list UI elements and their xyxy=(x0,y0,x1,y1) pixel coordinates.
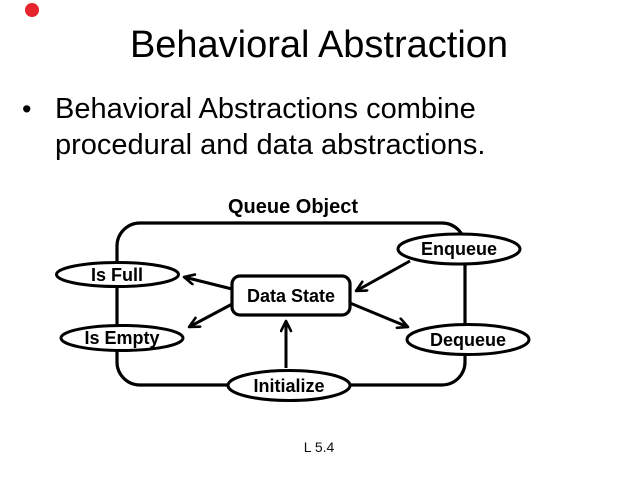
arrow-enqueue-to-datastate xyxy=(356,259,411,293)
arrow-datastate-to-dequeue xyxy=(349,301,408,327)
node-is-full-shape xyxy=(55,261,180,288)
data-state-box xyxy=(230,274,352,317)
bullet-line-2: procedural and data abstractions. xyxy=(55,129,486,161)
initialize-label: Initialize xyxy=(253,376,324,396)
data-state-label: Data State xyxy=(247,286,335,306)
bullet-line-1: Behavioral Abstractions combine xyxy=(55,93,476,125)
bullet-text: Behavioral Abstractions combine procedur… xyxy=(55,91,485,163)
bullet-item: • Behavioral Abstractions combine proced… xyxy=(22,91,582,163)
node-dequeue-shape xyxy=(405,323,531,356)
red-recording-dot-icon xyxy=(25,3,39,17)
is-full-label: Is Full xyxy=(91,265,143,285)
arrow-datastate-to-isfull xyxy=(184,277,237,292)
slide-title: Behavioral Abstraction xyxy=(129,24,509,66)
enqueue-label: Enqueue xyxy=(421,239,497,259)
dequeue-label: Dequeue xyxy=(430,330,506,350)
arrow-datastate-to-isempty xyxy=(189,300,237,329)
is-empty-label: Is Empty xyxy=(84,328,159,348)
node-is-empty-shape xyxy=(59,324,185,352)
footer-page-number: L 5.4 xyxy=(303,439,335,455)
node-initialize-shape xyxy=(226,369,352,402)
bullet-marker: • xyxy=(22,94,32,124)
node-enqueue-shape xyxy=(396,232,522,266)
queue-object-label: Queue Object xyxy=(228,196,358,218)
